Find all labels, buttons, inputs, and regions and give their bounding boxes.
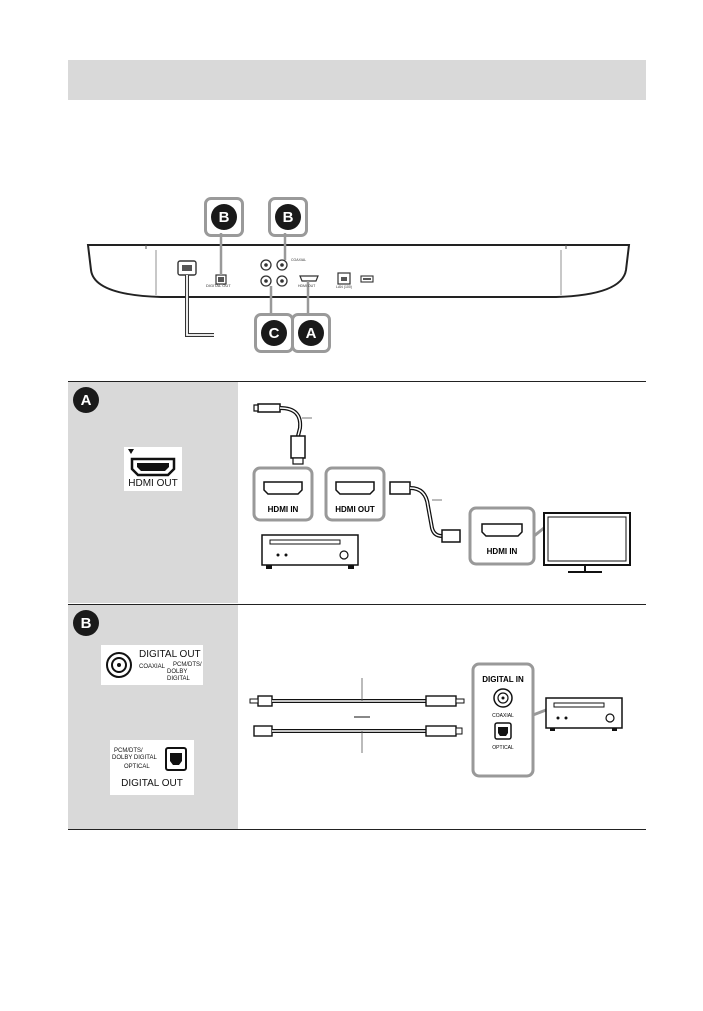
coaxial-port-label: DIGITAL OUT COAXIAL PCM/DTS/ DOLBY DIGIT… [101, 645, 203, 685]
opt-optical-text: OPTICAL [124, 764, 150, 771]
amp-hdmi-in-text: HDMI IN [268, 505, 299, 514]
section-header-bar [68, 60, 646, 100]
optical-port-icon [164, 746, 188, 772]
digital-in-coaxial-text: COAXIAL [492, 713, 514, 719]
coax-digital-out-text: DIGITAL OUT [139, 649, 201, 660]
tv-hdmi-in-text: HDMI IN [487, 547, 518, 556]
player-coaxial-text: COAXIAL [291, 258, 306, 262]
coaxial-port-icon [105, 651, 133, 679]
hdmi-connection-diagram: HDMI IN HDMI OUT HDMI IN [240, 388, 640, 602]
badge-a-section: A [73, 387, 99, 413]
optical-port-label: PCM/DTS/ DOLBY DIGITAL OPTICAL DIGITAL O… [110, 740, 194, 795]
badge-b-section: B [73, 610, 99, 636]
player-rear-panel: DIGITAL OUT COAXIAL HDMI OUT LAN (100) [86, 195, 631, 380]
hdmi-out-port-text: HDMI OUT [124, 478, 182, 489]
digital-in-text: DIGITAL IN [482, 675, 524, 684]
coax-coaxial-text: COAXIAL [139, 664, 165, 671]
hdmi-out-port-label: HDMI OUT [124, 447, 182, 491]
amp-hdmi-out-text: HDMI OUT [335, 505, 375, 514]
opt-digital-out-text: DIGITAL OUT [110, 778, 194, 789]
player-lan-text: LAN (100) [336, 285, 352, 289]
coax-pcm-text: PCM/DTS/ [173, 662, 202, 669]
digital-connection-diagram: DIGITAL IN COAXIAL OPTICAL [240, 610, 640, 828]
digital-in-optical-text: OPTICAL [492, 745, 514, 751]
section-b-panel [68, 605, 238, 829]
player-hdmi-out-text: HDMI OUT [298, 284, 316, 288]
badge-c: C [261, 320, 287, 346]
player-digital-out-text: DIGITAL OUT [206, 283, 231, 288]
section-a-panel [68, 382, 238, 603]
opt-pcm-text: PCM/DTS/ [114, 748, 143, 755]
section-b-bottom-line [68, 829, 646, 830]
coax-dolby-text: DOLBY DIGITAL [167, 669, 203, 682]
badge-a-top: A [298, 320, 324, 346]
opt-dolby-text: DOLBY DIGITAL [112, 755, 157, 762]
